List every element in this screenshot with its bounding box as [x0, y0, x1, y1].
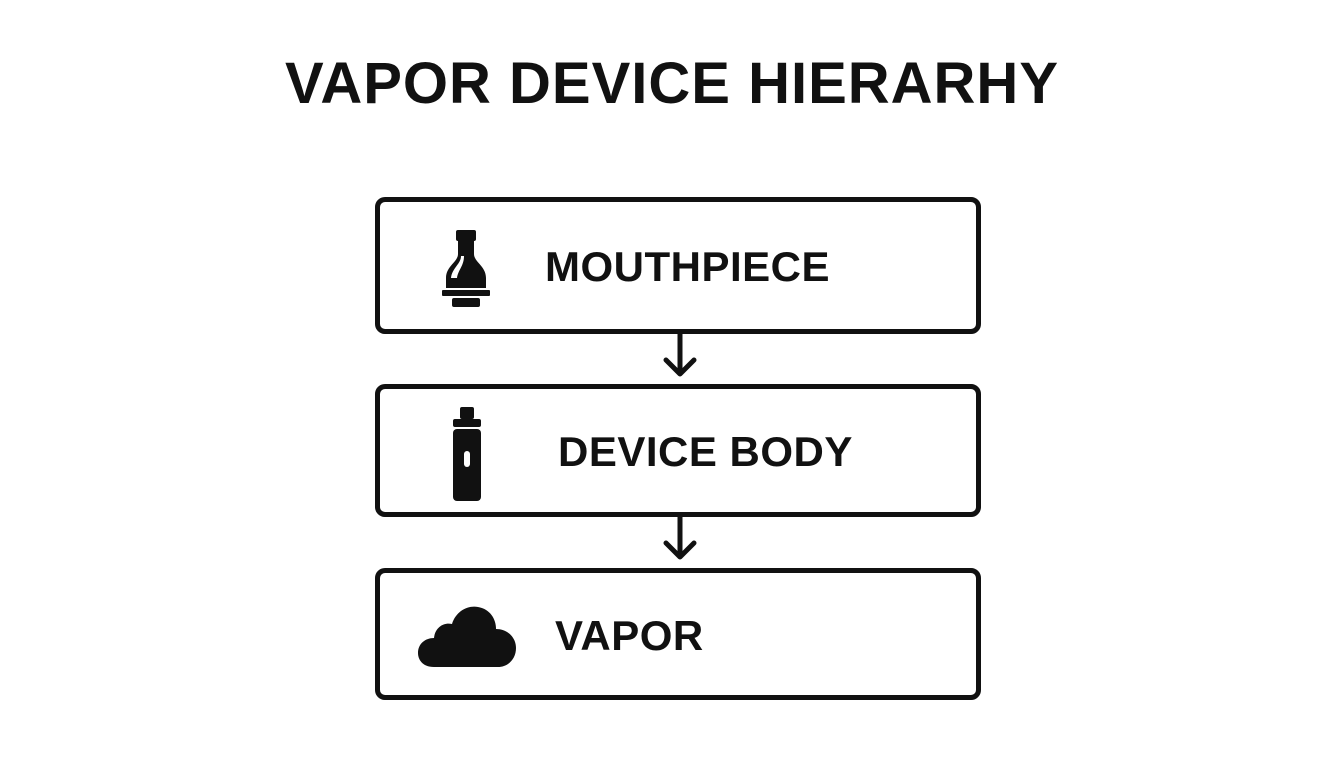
cloud-icon	[418, 606, 516, 667]
node-label-vapor: VAPOR	[555, 612, 704, 659]
device-body-icon	[453, 407, 481, 501]
arrow-down-icon	[663, 517, 697, 560]
node-mouthpiece: MOUTHPIECE	[375, 197, 981, 334]
node-vapor: VAPOR	[375, 568, 981, 700]
diagram-title: VAPOR DEVICE HIERARHY	[284, 51, 1060, 116]
arrow-down-icon	[663, 334, 697, 377]
node-label-device-body: DEVICE BODY	[558, 428, 853, 475]
node-device-body: DEVICE BODY	[375, 384, 981, 517]
mouthpiece-icon	[442, 230, 490, 307]
node-label-mouthpiece: MOUTHPIECE	[545, 243, 831, 290]
